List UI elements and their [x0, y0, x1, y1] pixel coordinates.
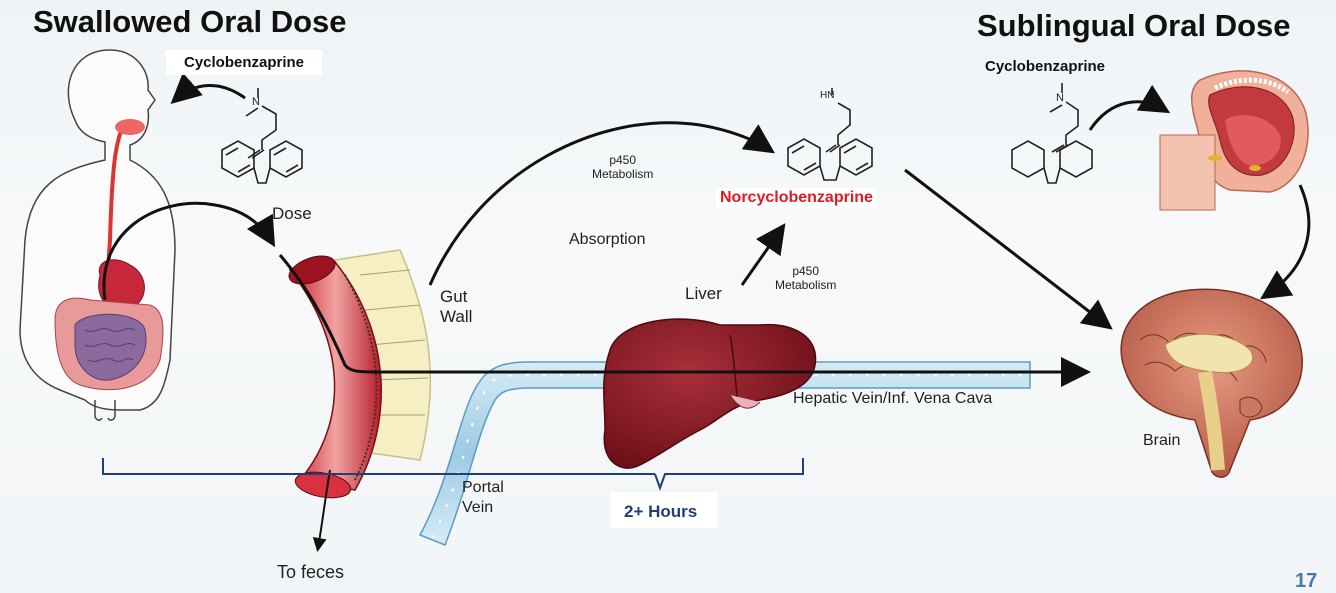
title-sublingual-dose: Sublingual Oral Dose — [977, 8, 1291, 44]
arrow-metabolite-to-brain — [905, 170, 1108, 326]
label-portal-vein-line1: Portal — [462, 478, 504, 498]
label-portal-vein-line2: Vein — [462, 498, 504, 518]
norcyclobenzaprine-structure — [788, 88, 872, 180]
label-portal-vein: Portal Vein — [462, 478, 504, 518]
label-gut-wall-line1: Gut — [440, 287, 472, 307]
label-p450-liver-line1: p450 — [775, 264, 836, 278]
arrow-dose-to-mouth — [175, 85, 245, 100]
label-p450-top-line2: Metabolism — [592, 167, 653, 181]
label-to-feces: To feces — [277, 562, 344, 583]
arrow-molecule-to-mouth — [1090, 102, 1165, 130]
label-p450-top-line1: p450 — [592, 153, 653, 167]
arrow-mouth-to-brain — [1265, 185, 1309, 296]
label-p450-liver: p450 Metabolism — [775, 264, 836, 292]
label-absorption: Absorption — [569, 231, 646, 249]
gut-wall-illustration — [285, 250, 430, 502]
label-dose: Dose — [272, 204, 312, 224]
mouth-cavity — [115, 119, 145, 135]
label-two-hours: 2+ Hours — [624, 502, 697, 522]
label-p450-liver-line2: Metabolism — [775, 278, 836, 292]
mouth-illustration — [1160, 71, 1308, 210]
title-swallowed-dose: Swallowed Oral Dose — [33, 4, 347, 40]
label-norcyclobenzaprine: Norcyclobenzaprine — [716, 188, 877, 208]
label-cyclobenzaprine-left: Cyclobenzaprine — [166, 50, 322, 75]
intestines — [55, 298, 163, 389]
liver-illustration — [604, 319, 816, 468]
label-n-right: N — [1056, 92, 1064, 104]
label-hepatic-vein: Hepatic Vein/Inf. Vena Cava — [793, 390, 992, 408]
label-p450-top: p450 Metabolism — [592, 153, 653, 181]
label-n-left: N — [252, 96, 260, 108]
page-number: 17 — [1295, 570, 1317, 593]
cyclobenzaprine-structure-left — [222, 88, 302, 183]
cyclobenzaprine-structure-right — [1012, 83, 1092, 183]
label-hn: HN — [820, 90, 834, 101]
label-brain: Brain — [1143, 432, 1180, 450]
label-liver: Liver — [685, 284, 722, 304]
label-cyclobenzaprine-right: Cyclobenzaprine — [985, 58, 1105, 75]
label-gut-wall-line2: Wall — [440, 307, 472, 327]
label-gut-wall: Gut Wall — [440, 287, 472, 327]
